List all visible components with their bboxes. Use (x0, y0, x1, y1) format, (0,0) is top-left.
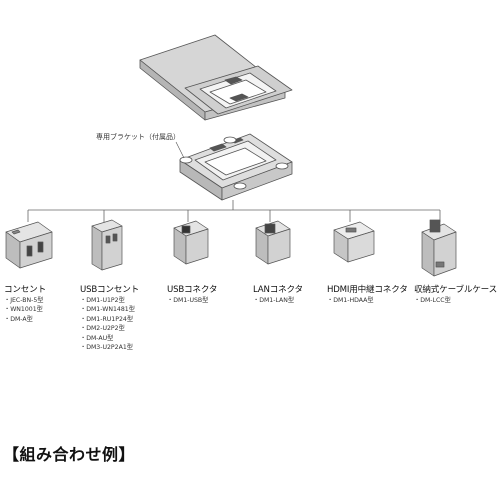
assembly-illustration (5, 34, 457, 277)
cable-case-module-drawing (421, 219, 457, 277)
cover-plate (139, 34, 293, 121)
model-item: DM1-HDAA型 (327, 296, 373, 305)
model-item: DM-A型 (4, 315, 43, 324)
section-heading: 【組み合わせ例】 (3, 445, 136, 464)
module-models-hdmi-connector: DM1-HDAA型 (327, 296, 373, 305)
hdmi-connector-module-drawing (333, 221, 375, 263)
module-title-hdmi-connector: HDMI用中継コネクタ (327, 285, 408, 295)
module-models-outlet: JEC-BN-5型 WN1001型 DM-A型 (4, 296, 43, 324)
bracket-leader-line (175, 141, 185, 159)
module-title-usb-connector: USBコネクタ (167, 285, 218, 295)
module-models-lan-connector: DM1-LAN型 (253, 296, 294, 305)
model-item: DM1-USB型 (167, 296, 208, 305)
model-item: DM-LCC型 (414, 296, 451, 305)
model-item: DM1-U1P2型 (80, 296, 135, 305)
module-title-outlet: コンセント (4, 285, 46, 295)
lan-connector-module-drawing (255, 220, 291, 265)
model-item: DM1-WN1481型 (80, 305, 135, 314)
model-item: WN1001型 (4, 305, 43, 314)
bracket-label: 専用ブラケット（付属品） (96, 133, 180, 141)
outlet-module-drawing (5, 221, 53, 269)
usb-outlet-module-drawing (91, 219, 123, 271)
model-item: DM1-RU1P24型 (80, 315, 135, 324)
module-title-cable-case: 収納式ケーブルケース (414, 285, 497, 295)
connector-tree (27, 200, 441, 222)
bracket (179, 133, 293, 201)
module-models-usb-connector: DM1-USB型 (167, 296, 208, 305)
model-item: DM-AU型 (80, 334, 135, 343)
module-models-usb-outlet: DM1-U1P2型 DM1-WN1481型 DM1-RU1P24型 DM2-U2… (80, 296, 135, 352)
module-title-usb-outlet: USBコンセント (80, 285, 140, 295)
model-item: DM3-U2P2A1型 (80, 343, 135, 352)
model-item: JEC-BN-5型 (4, 296, 43, 305)
model-item: DM2-U2P2型 (80, 324, 135, 333)
module-title-lan-connector: LANコネクタ (253, 285, 303, 295)
module-models-cable-case: DM-LCC型 (414, 296, 451, 305)
model-item: DM1-LAN型 (253, 296, 294, 305)
usb-connector-module-drawing (173, 220, 209, 265)
